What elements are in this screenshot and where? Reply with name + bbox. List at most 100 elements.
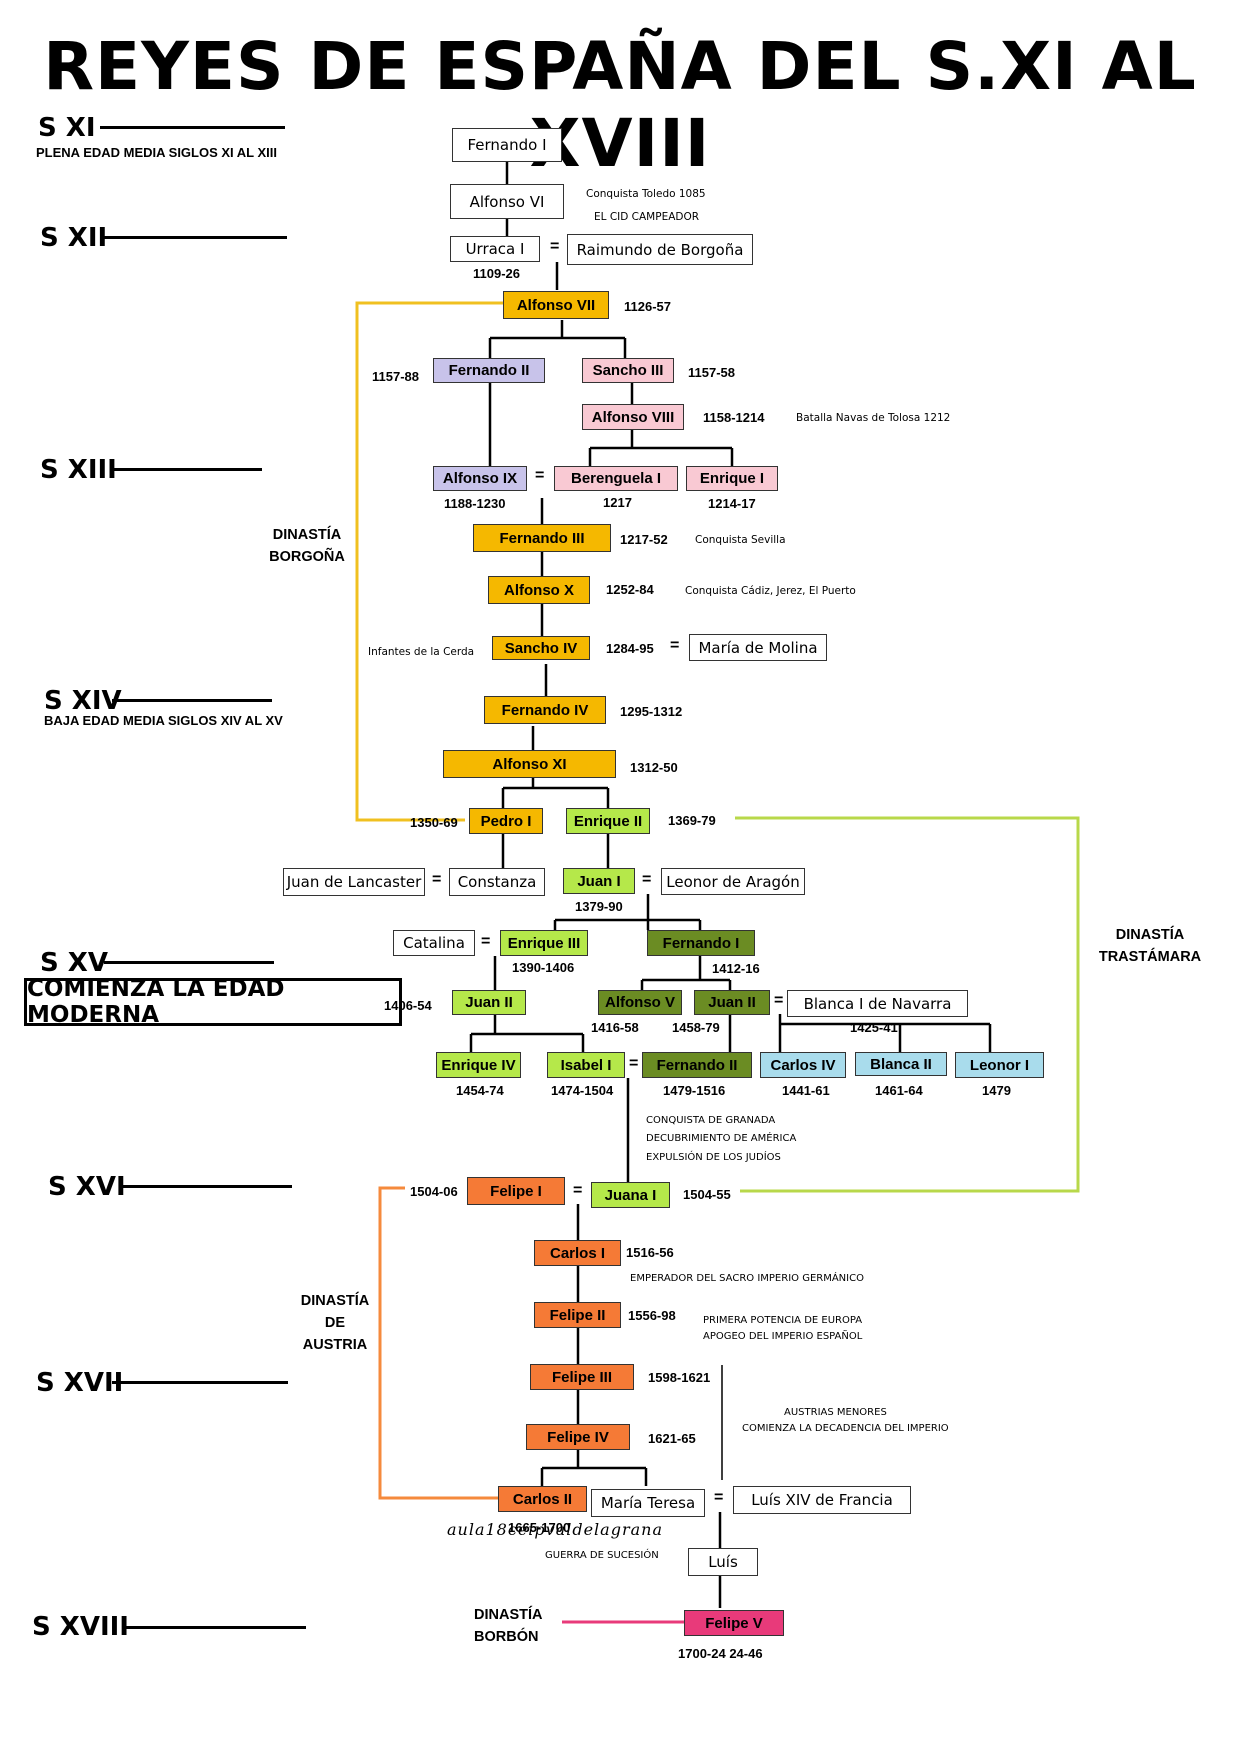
monarch-juan-i: Juan I	[563, 868, 635, 894]
reign-dates: 1406-54	[384, 998, 432, 1013]
monarch-maria-teresa: María Teresa	[591, 1489, 705, 1517]
dynasty-borbon-label: DINASTÍA BORBÓN	[474, 1607, 543, 1645]
century-s15: S XV	[40, 948, 108, 978]
monarch-felipe-ii: Felipe II	[534, 1302, 621, 1328]
century-s13: S XIII	[40, 455, 117, 485]
monarch-constanza: Constanza	[449, 868, 545, 896]
monarch-luis-xiv-de-francia: Luís XIV de Francia	[733, 1486, 911, 1514]
monarch-alfonso-v: Alfonso V	[598, 990, 682, 1015]
note-infantes-de-la-cerda: Infantes de la Cerda	[368, 646, 475, 658]
century-s11: S XI	[38, 113, 96, 143]
monarch-berenguela-i: Berenguela I	[554, 466, 678, 491]
dynasty-trastamara-label: DINASTÍA TRASTÁMARA	[1098, 927, 1202, 965]
monarch-luis: Luís	[688, 1548, 758, 1576]
monarch-enrique-iii: Enrique III	[500, 930, 588, 956]
monarch-fernando-i-aragon: Fernando I	[647, 930, 755, 956]
monarch-alfonso-xi: Alfonso XI	[443, 750, 616, 778]
monarch-carlos-ii: Carlos II	[498, 1486, 587, 1512]
note-guerra-de-sucesion: GUERRA DE SUCESIÓN	[545, 1550, 659, 1561]
reign-dates: 1369-79	[668, 813, 716, 828]
reign-dates: 1621-65	[648, 1431, 696, 1446]
reign-dates: 1504-55	[683, 1187, 731, 1202]
monarch-alfonso-vi: Alfonso VI	[450, 184, 564, 219]
reign-dates: 1252-84	[606, 582, 654, 597]
reign-dates: 1217	[603, 495, 632, 510]
marriage-sign: =	[714, 1489, 724, 1506]
reign-dates: 1474-1504	[551, 1083, 614, 1098]
reign-dates: 1217-52	[620, 532, 668, 547]
footer-credit: aula18ceipvaldelagrana	[447, 1520, 663, 1539]
reign-dates: 1157-58	[688, 365, 735, 380]
reign-dates: 1157-88	[372, 369, 419, 384]
century-line	[120, 1185, 292, 1188]
monarch-urraca-i: Urraca I	[450, 236, 540, 262]
monarch-alfonso-ix: Alfonso IX	[433, 466, 527, 491]
note-emperador: EMPERADOR DEL SACRO IMPERIO GERMÁNICO	[630, 1273, 864, 1284]
note-conquista-toledo: Conquista Toledo 1085	[586, 188, 706, 200]
century-line	[122, 1626, 306, 1629]
monarch-fernando-ii-aragon: Fernando II	[642, 1052, 752, 1078]
reign-dates: 1188-1230	[444, 496, 506, 511]
monarch-felipe-i: Felipe I	[467, 1177, 565, 1205]
century-s17: S XVII	[36, 1368, 124, 1398]
marriage-sign: =	[670, 637, 680, 654]
monarch-maria-de-molina: María de Molina	[689, 634, 827, 661]
reign-dates: 1379-90	[575, 899, 623, 914]
monarch-sancho-iii: Sancho III	[582, 358, 674, 383]
century-line	[100, 126, 285, 129]
era-baja-edad-media: BAJA EDAD MEDIA SIGLOS XIV AL XV	[44, 713, 283, 728]
century-s12: S XII	[40, 223, 108, 253]
reign-dates: 1416-58	[591, 1020, 639, 1035]
reign-dates: 1479	[982, 1083, 1011, 1098]
monarch-fernando-iv: Fernando IV	[484, 696, 606, 724]
monarch-blanca-i-de-navarra: Blanca I de Navarra	[787, 990, 968, 1017]
note-conquista-cadiz: Conquista Cádiz, Jerez, El Puerto	[685, 585, 856, 597]
monarch-blanca-ii: Blanca II	[855, 1052, 947, 1076]
monarch-sancho-iv: Sancho IV	[492, 636, 590, 660]
monarch-alfonso-vii: Alfonso VII	[503, 291, 609, 319]
reign-dates: 1504-06	[410, 1184, 458, 1199]
century-s16: S XVI	[48, 1172, 126, 1202]
note-expulsion-judios: EXPULSIÓN DE LOS JUDÍOS	[646, 1152, 781, 1163]
century-line	[104, 961, 274, 964]
monarch-pedro-i: Pedro I	[469, 808, 543, 834]
marriage-sign: =	[573, 1182, 583, 1199]
monarch-enrique-ii: Enrique II	[566, 808, 650, 834]
marriage-sign: =	[774, 992, 784, 1009]
marriage-sign: =	[535, 467, 545, 484]
reign-dates: 1516-56	[626, 1245, 674, 1260]
reign-dates: 1461-64	[875, 1083, 923, 1098]
note-conquista-granada: CONQUISTA DE GRANADA	[646, 1115, 776, 1126]
reign-dates: 1458-79	[672, 1020, 720, 1035]
monarch-isabel-i: Isabel I	[547, 1052, 625, 1078]
reign-dates: 1412-16	[712, 961, 760, 976]
reign-dates: 1295-1312	[620, 704, 683, 719]
century-line	[112, 468, 262, 471]
reign-dates: 1126-57	[624, 299, 671, 314]
reign-dates: 1109-26	[473, 266, 520, 281]
reign-dates: 1665-1700	[508, 1520, 571, 1535]
monarch-carlos-iv: Carlos IV	[760, 1052, 846, 1078]
reign-dates: 1284-95	[606, 641, 654, 656]
monarch-juan-ii-aragon: Juan II	[694, 990, 770, 1015]
reign-dates: 1425-41	[850, 1020, 898, 1035]
marriage-sign: =	[642, 871, 652, 888]
reign-dates: 1158-1214	[703, 410, 765, 425]
monarch-alfonso-viii: Alfonso VIII	[582, 404, 684, 430]
reign-dates: 1214-17	[708, 496, 756, 511]
monarch-juan-ii: Juan II	[452, 990, 526, 1015]
note-apogeo: APOGEO DEL IMPERIO ESPAÑOL	[703, 1331, 863, 1342]
monarch-enrique-i: Enrique I	[686, 466, 778, 491]
note-cid: EL CID CAMPEADOR	[594, 211, 700, 223]
century-s18: S XVIII	[32, 1612, 129, 1642]
monarch-leonor-i: Leonor I	[955, 1052, 1044, 1078]
monarch-leonor-de-aragon: Leonor de Aragón	[661, 868, 805, 895]
note-navas-de-tolosa: Batalla Navas de Tolosa 1212	[796, 412, 951, 424]
monarch-juana-i: Juana I	[591, 1182, 670, 1208]
note-conquista-sevilla: Conquista Sevilla	[695, 534, 786, 546]
reign-dates: 1454-74	[456, 1083, 504, 1098]
edad-moderna-banner: COMIENZA LA EDAD MODERNA	[24, 976, 402, 1028]
note-austrias-menores: AUSTRIAS MENORES	[784, 1407, 887, 1418]
reign-dates: 1479-1516	[663, 1083, 726, 1098]
